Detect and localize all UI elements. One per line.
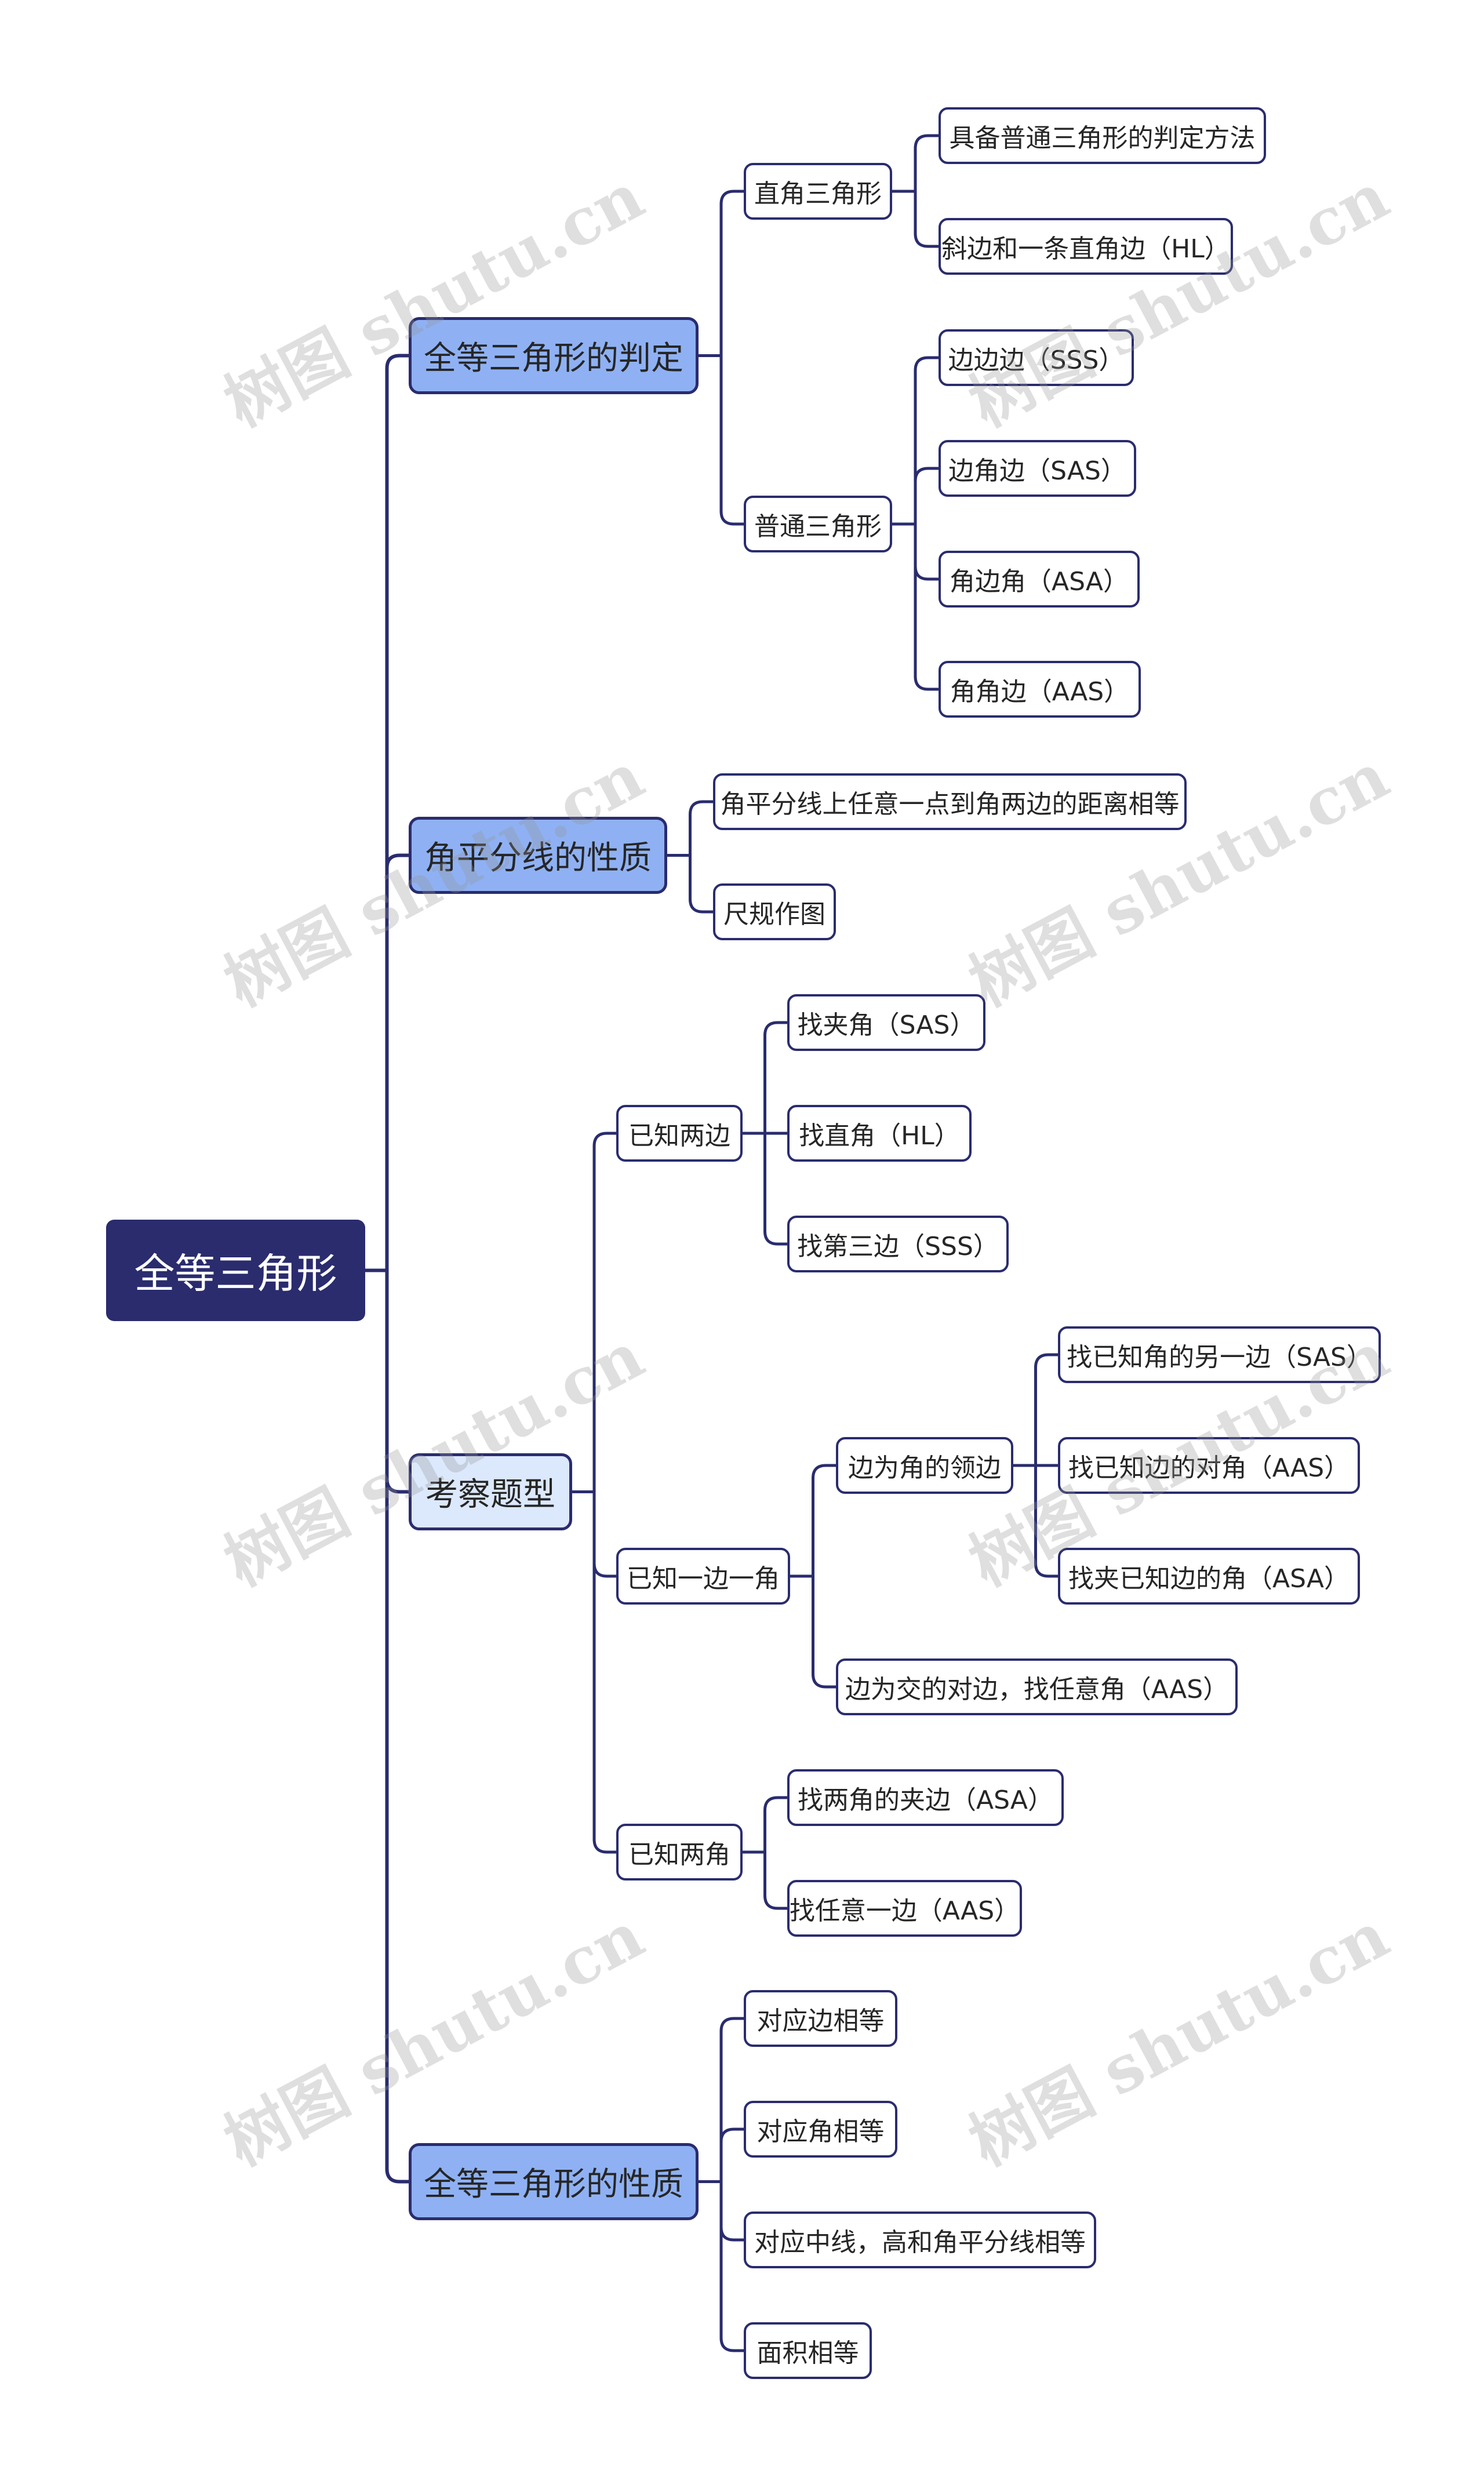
- topic-side-adjacent[interactable]: 边为角的领边: [836, 1437, 1013, 1494]
- leaf-right-angle[interactable]: 找直角（HL）: [787, 1105, 972, 1162]
- leaf-general-criteria[interactable]: 具备普通三角形的判定方法: [939, 107, 1266, 164]
- connector-line: [385, 1268, 410, 1494]
- branch-congruence-criteria[interactable]: 全等三角形的判定: [409, 317, 699, 394]
- leaf-equal-distance[interactable]: 角平分线上任意一点到角两边的距离相等: [713, 773, 1187, 830]
- leaf-hl[interactable]: 斜边和一条直角边（HL）: [939, 218, 1233, 275]
- leaf-angle-with-side[interactable]: 找夹已知边的角（ASA）: [1058, 1548, 1360, 1605]
- leaf-third-side[interactable]: 找第三边（SSS）: [787, 1216, 1009, 1272]
- connector-line: [719, 354, 745, 526]
- branch-congruence-properties[interactable]: 全等三角形的性质: [409, 2143, 699, 2220]
- connector-line: [719, 2180, 745, 2352]
- connector-line: [689, 854, 715, 914]
- connector-line: [719, 2017, 745, 2183]
- connector-line: [592, 1490, 618, 1578]
- leaf-aas[interactable]: 角角边（AAS）: [939, 661, 1141, 718]
- leaf-equal-sides[interactable]: 对应边相等: [744, 1990, 897, 2047]
- connector-line: [719, 2127, 745, 2183]
- leaf-asa[interactable]: 角边角（ASA）: [939, 551, 1140, 608]
- connector-line: [914, 356, 940, 526]
- connector-line: [719, 2180, 745, 2242]
- leaf-opposite-side[interactable]: 边为交的对边，找任意角（AAS）: [836, 1658, 1238, 1715]
- leaf-sas[interactable]: 边角边（SAS）: [939, 440, 1136, 497]
- connector-line: [914, 190, 940, 248]
- connector-line: [812, 1464, 838, 1578]
- connector-line: [812, 1574, 838, 1689]
- root-node[interactable]: 全等三角形: [106, 1220, 365, 1321]
- leaf-any-side[interactable]: 找任意一边（AAS）: [787, 1880, 1022, 1937]
- topic-two-sides[interactable]: 已知两边: [616, 1105, 743, 1162]
- connector-line: [763, 1850, 789, 1910]
- topic-right-triangle[interactable]: 直角三角形: [744, 163, 892, 220]
- connector-line: [914, 522, 940, 691]
- topic-general-triangle[interactable]: 普通三角形: [744, 496, 892, 552]
- connector-line: [385, 354, 410, 1272]
- branch-angle-bisector[interactable]: 角平分线的性质: [409, 817, 667, 894]
- connector-line: [914, 134, 940, 193]
- connector-line: [1034, 1464, 1060, 1578]
- connector-line: [763, 1021, 789, 1135]
- connector-line: [719, 190, 745, 357]
- leaf-opposite-angle[interactable]: 找已知边的对角（AAS）: [1058, 1437, 1360, 1494]
- connector-line: [763, 1132, 789, 1246]
- branch-question-types[interactable]: 考察题型: [409, 1453, 572, 1530]
- connector-line: [1034, 1353, 1060, 1467]
- leaf-ruler-compass[interactable]: 尺规作图: [713, 883, 836, 940]
- leaf-equal-area[interactable]: 面积相等: [744, 2322, 872, 2379]
- leaf-sss[interactable]: 边边边（SSS）: [939, 329, 1134, 386]
- connector-line: [592, 1490, 618, 1854]
- topic-two-angles[interactable]: 已知两角: [616, 1824, 743, 1881]
- connector-line: [592, 1132, 618, 1493]
- leaf-equal-angles[interactable]: 对应角相等: [744, 2101, 897, 2158]
- topic-side-and-angle[interactable]: 已知一边一角: [616, 1548, 790, 1605]
- connector-line: [385, 1268, 410, 2184]
- leaf-included-side[interactable]: 找两角的夹边（ASA）: [787, 1769, 1064, 1826]
- leaf-other-side[interactable]: 找已知角的另一边（SAS）: [1058, 1326, 1381, 1383]
- connector-line: [914, 522, 940, 581]
- connector-line: [689, 800, 715, 857]
- leaf-equal-medians[interactable]: 对应中线，高和角平分线相等: [744, 2212, 1096, 2268]
- connector-line: [763, 1796, 789, 1854]
- connector-line: [385, 853, 410, 1272]
- connector-line: [914, 467, 940, 526]
- leaf-included-angle[interactable]: 找夹角（SAS）: [787, 994, 985, 1051]
